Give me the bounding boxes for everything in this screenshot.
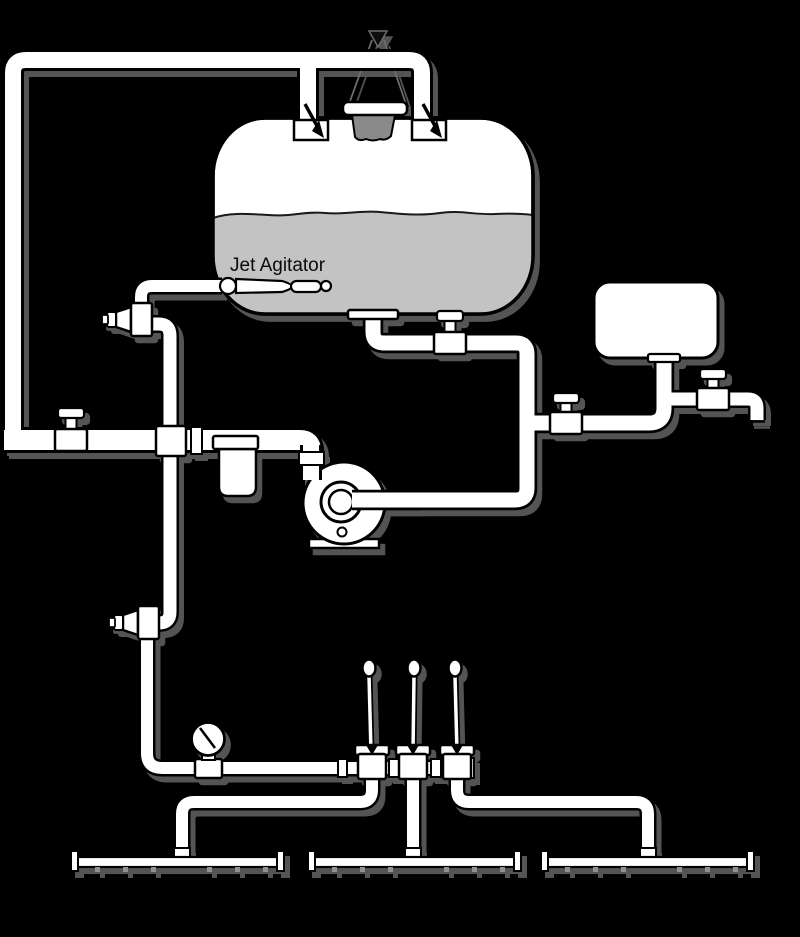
boom-section-center <box>307 850 522 872</box>
tank-outlet-valve <box>432 309 468 356</box>
tank-inlet-fitting-right <box>410 103 448 142</box>
boom-valve-2 <box>394 658 432 781</box>
flow-arrow-icon <box>421 103 437 127</box>
aux-branch-valve <box>695 367 731 412</box>
manifold-flange <box>388 758 400 778</box>
gauge-needle <box>198 727 217 749</box>
bypass-valve <box>53 406 89 453</box>
tank-inlet-fitting-left <box>292 103 330 142</box>
spray-nozzles <box>565 867 738 872</box>
pump-inlet-flange <box>298 451 325 466</box>
pressure-gauge <box>190 721 226 780</box>
spray-nozzles <box>332 867 505 872</box>
boom-valve-3 <box>438 658 476 781</box>
aux-line-valve <box>548 391 584 436</box>
boom-valve-1 <box>353 658 391 781</box>
boom-section-right <box>540 850 755 872</box>
spray-nozzles <box>95 867 268 872</box>
check-valve-agitation <box>101 301 154 338</box>
pump-drain-port <box>336 526 348 538</box>
check-valve-boom-feed <box>108 604 161 641</box>
manifold-flange <box>337 758 348 778</box>
valve-lever-knob <box>447 658 463 678</box>
boom-section-left <box>70 850 285 872</box>
tank-outlet-flange <box>346 308 400 321</box>
line-strainer <box>211 434 260 498</box>
valve-lever-knob <box>361 658 377 678</box>
manifold-flange <box>430 758 442 778</box>
centrifugal-pump <box>298 445 420 550</box>
cross-fitting <box>154 424 188 458</box>
aux-tank-outlet-flange <box>646 352 682 364</box>
jet-agitator <box>218 276 333 296</box>
valve-lever-knob <box>406 658 422 678</box>
aux-tank <box>592 280 720 360</box>
flow-arrow-icon <box>303 103 319 127</box>
filler-lid <box>341 100 409 142</box>
pipe-flange <box>190 426 203 455</box>
jet-agitator-label: Jet Agitator <box>230 255 326 276</box>
